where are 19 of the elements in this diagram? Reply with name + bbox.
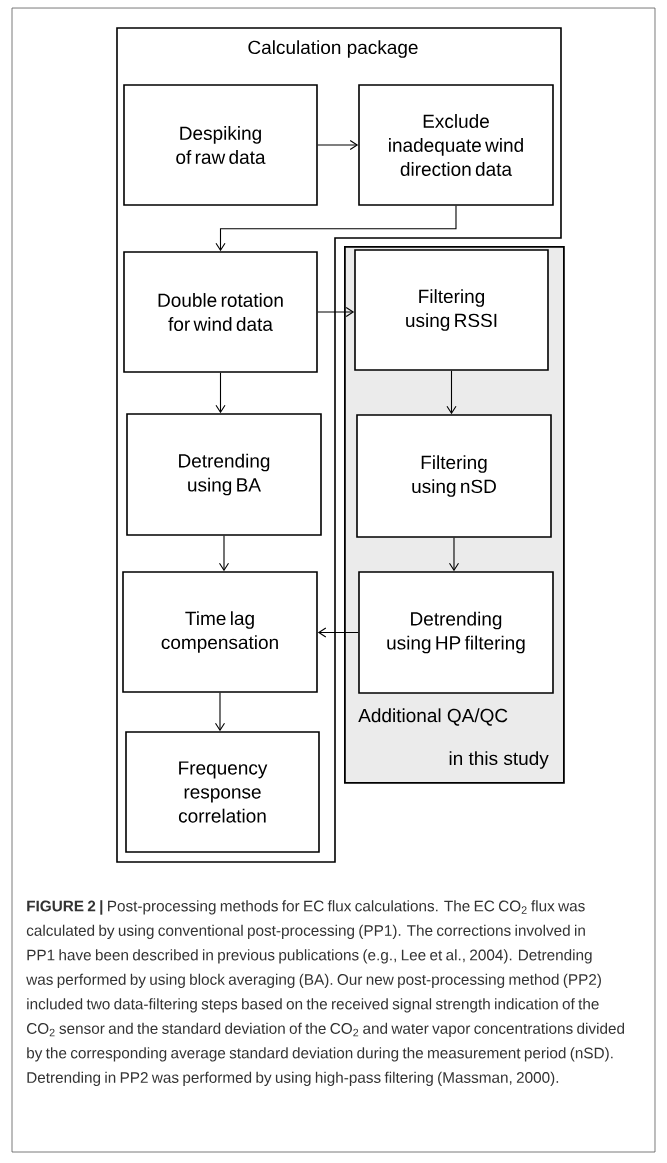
arrow <box>317 306 355 318</box>
process-box: Despiking of raw data <box>123 84 318 206</box>
arrow <box>215 205 457 252</box>
process-box: Exclude inadequate wind direction data <box>358 84 554 206</box>
process-box: Detrending using BA <box>126 413 322 536</box>
figure-caption: FIGURE 2 | Post-processing methods for EC flux calculations. The EC CO$_{2}$ flux was calculated by using conventional post-processing (PP1). The corrections involved in PP1 have been described in previous publications (e.g., Lee et al., 2004). Detrending was performed by using block averaging (BA). Our new post-processing method (PP2) included two data-filtering steps based on the received signal strength indication of the CO$_{2}$ sensor and the standard deviation of the CO$_{2}$ and water vapor concentrations divided by the corresponding average standard deviation during the measurement period (nSD). Detrending in PP2 was performed by using high-pass filtering (Massman, 2000). <box>26 900 625 1086</box>
arrow <box>214 692 226 732</box>
arrow <box>317 627 359 638</box>
arrow <box>218 535 230 572</box>
process-box: Filtering using nSD <box>356 414 552 538</box>
arrow <box>317 139 359 151</box>
process-box: Time lag compensation <box>122 571 318 693</box>
process-box: Detrending using HP filtering <box>358 571 554 694</box>
process-box: Double rotation for wind data <box>123 251 318 373</box>
arrow <box>215 372 226 414</box>
arrow <box>446 370 457 415</box>
process-box: Frequency response correlation <box>125 731 320 853</box>
process-box: Filtering using RSSI <box>354 249 549 371</box>
arrow <box>448 537 460 572</box>
